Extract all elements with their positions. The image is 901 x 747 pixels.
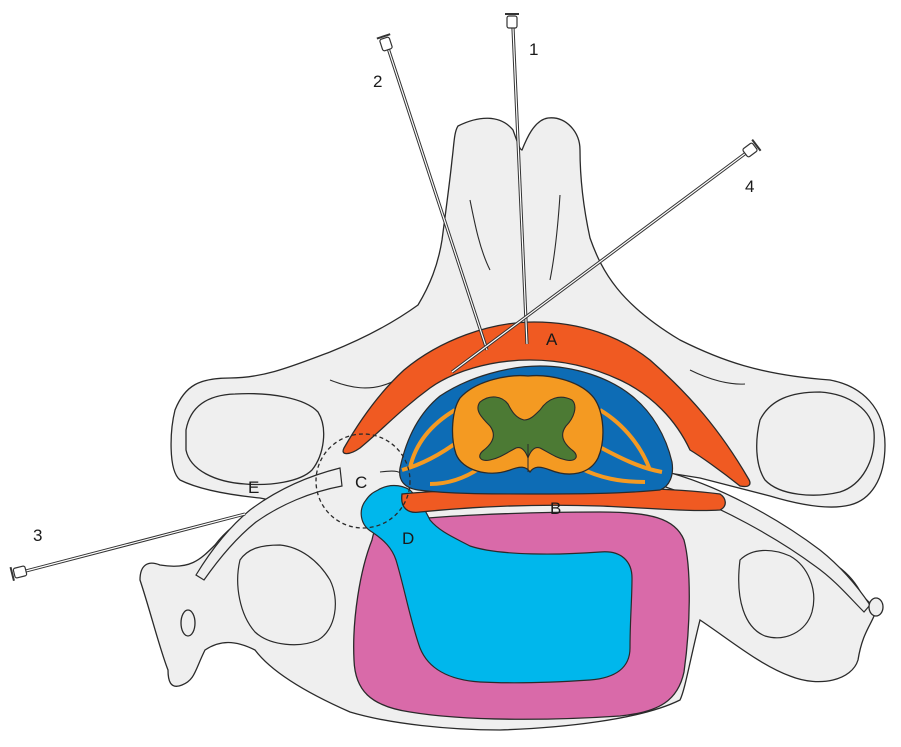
label-2: 2 xyxy=(373,72,382,91)
syringe-hub-icon xyxy=(11,564,28,581)
right-artery-ring xyxy=(869,598,883,616)
spinal-cord xyxy=(453,376,603,474)
intervertebral-disc xyxy=(354,486,690,720)
left-transverse-foramen xyxy=(186,394,324,485)
label-e: E xyxy=(248,478,259,497)
label-4: 4 xyxy=(745,177,754,196)
syringe-hub-icon xyxy=(505,14,519,28)
label-3: 3 xyxy=(33,526,42,545)
left-artery-ring xyxy=(181,610,195,636)
syringe-hub-icon xyxy=(377,34,395,52)
label-1: 1 xyxy=(529,40,538,59)
right-transverse-foramen xyxy=(757,392,874,495)
label-d: D xyxy=(402,529,414,548)
label-b: B xyxy=(550,499,561,518)
label-a: A xyxy=(546,330,558,349)
label-c: C xyxy=(355,473,367,492)
